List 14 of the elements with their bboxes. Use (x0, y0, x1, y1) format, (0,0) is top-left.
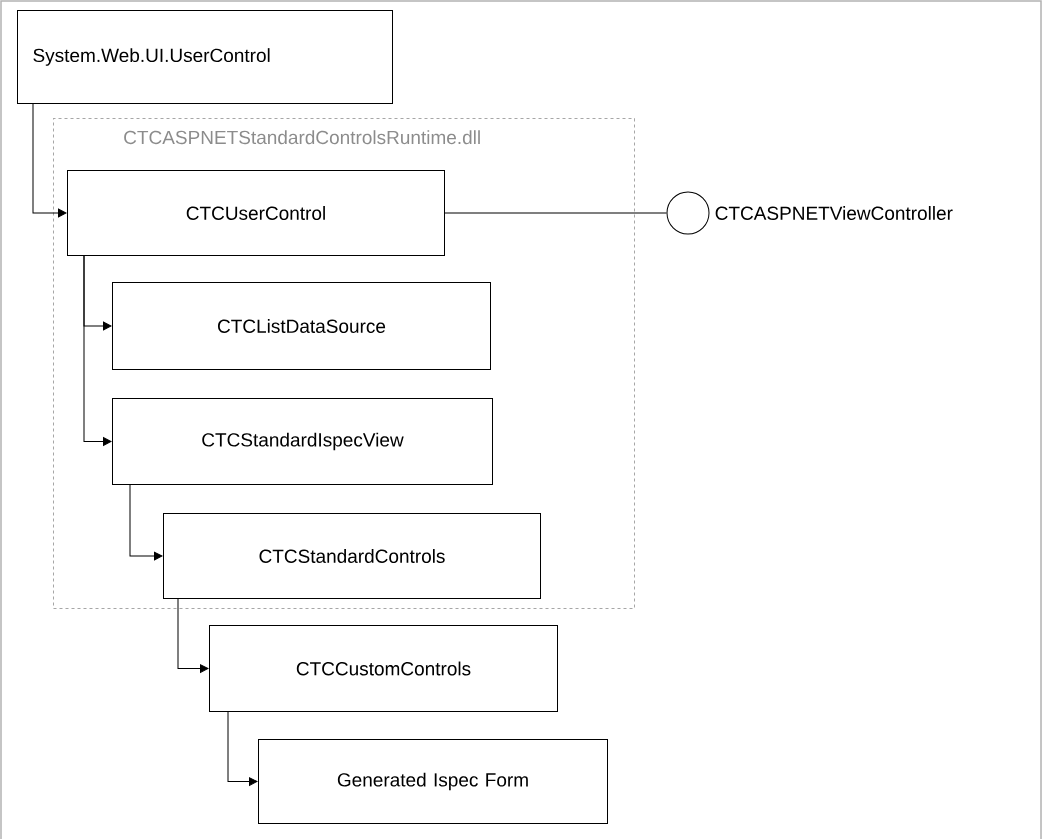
class-box: System.Web.UI.UserControl (17, 10, 393, 104)
connector (177, 598, 209, 673)
class-box: CTCCustomControls (209, 625, 558, 712)
connector (129, 484, 163, 561)
connector (83, 255, 112, 446)
connector (227, 711, 258, 786)
class-box: CTCUserControl (67, 170, 445, 256)
connector (32, 103, 67, 218)
class-box: CTCStandardControls (163, 513, 541, 599)
connector (444, 212, 667, 214)
class-box: CTCListDataSource (112, 282, 491, 370)
class-box: Generated Ispec Form (258, 739, 608, 824)
class-box: CTCStandardIspecView (112, 398, 493, 485)
node-label: CTCASPNETViewController (715, 206, 953, 220)
